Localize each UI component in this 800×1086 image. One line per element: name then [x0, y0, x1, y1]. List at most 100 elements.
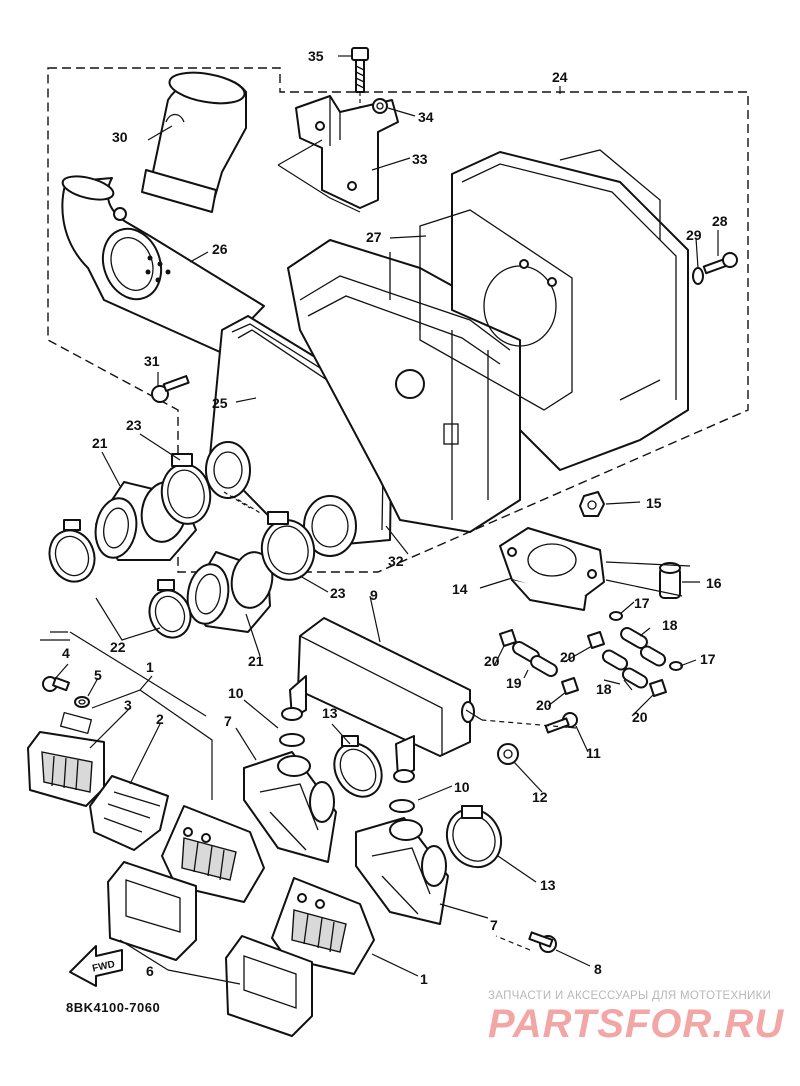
catalog-number: 8BK4100-7060: [66, 1000, 161, 1015]
nut-12: [497, 743, 519, 765]
screw-28: [702, 252, 738, 275]
hose-18-top: [620, 627, 648, 649]
joint-alignment-lines: [223, 491, 263, 515]
callout-labels: 35 34 33 24 30 26 27 28 29 31 25 23 21 1…: [62, 48, 728, 987]
clamp-13-bottom: [445, 805, 503, 869]
watermark-logo: PARTSFOR.RU: [488, 1002, 785, 1046]
washer-5: [74, 696, 90, 708]
callout-8: 8: [594, 961, 602, 977]
callout-23-bottom: 23: [330, 585, 346, 601]
fitting-20-d: [649, 679, 667, 697]
callout-15: 15: [646, 495, 662, 511]
callout-33: 33: [412, 151, 428, 167]
nut-15: [579, 491, 605, 517]
bracket-33: [295, 95, 399, 209]
callout-1-top: 1: [146, 659, 154, 675]
carb-joint-7-bottom: [355, 817, 449, 925]
washer-29: [692, 267, 704, 285]
callout-12: 12: [532, 789, 548, 805]
callout-21-top: 21: [92, 435, 108, 451]
o-ring-10-bottom: [389, 799, 415, 813]
callout-35: 35: [308, 48, 324, 64]
callout-24: 24: [552, 69, 568, 85]
hose-18-bottom: [621, 667, 649, 689]
clip-17-bottom: [669, 661, 683, 671]
callout-17-bottom: 17: [700, 651, 716, 667]
reed-valve-assembly-1-bottom: [271, 877, 375, 975]
callout-29: 29: [686, 227, 702, 243]
gasket-6-top: [107, 861, 197, 961]
reed-valve-2: [89, 775, 169, 851]
callout-4: 4: [62, 645, 70, 661]
callout-20-b: 20: [560, 649, 576, 665]
callout-34: 34: [418, 109, 434, 125]
clamp-13-top: [333, 735, 383, 798]
intake-joint-21-right: [186, 551, 274, 633]
callout-11: 11: [586, 745, 601, 761]
fwd-label: FWD: [91, 959, 116, 974]
fitting-20-c: [561, 677, 579, 695]
intake-tube-26: [61, 175, 265, 353]
callout-3: 3: [124, 697, 132, 713]
gasket-6-bottom: [225, 935, 313, 1037]
callout-5: 5: [94, 667, 102, 683]
callout-10-top: 10: [228, 685, 244, 701]
callout-20-a: 20: [484, 653, 500, 669]
screw-4: [42, 676, 70, 692]
joint-plate-14: [499, 527, 605, 611]
callout-1-bottom: 1: [420, 971, 428, 987]
air-filter-case-back-27: [419, 149, 689, 471]
callout-13-bottom: 13: [540, 877, 556, 893]
callout-7-bottom: 7: [490, 917, 498, 933]
o-ring-10-top: [279, 733, 305, 747]
valve-stopper-3: [27, 711, 105, 807]
reed-valve-assembly-1-top: [161, 805, 265, 903]
carb-joint-7-top: [243, 751, 337, 863]
leader-lines: [40, 55, 719, 985]
callout-14: 14: [452, 581, 468, 597]
callout-27: 27: [366, 229, 382, 245]
callout-18-bottom: 18: [596, 681, 612, 697]
callout-30: 30: [112, 129, 128, 145]
callout-18-top: 18: [662, 617, 678, 633]
fitting-20-b: [587, 631, 605, 649]
callout-20-c: 20: [536, 697, 552, 713]
hose-18-left: [601, 649, 629, 671]
bolt-11: [544, 712, 578, 734]
callout-17-top: 17: [634, 595, 650, 611]
watermark-tagline: ЗАПЧАСТИ И АКСЕССУАРЫ ДЛЯ МОТОТЕХНИКИ: [488, 990, 772, 1002]
callout-2: 2: [156, 711, 164, 727]
nut-34: [372, 98, 388, 114]
bolt-35: [351, 47, 369, 110]
callout-32: 32: [388, 553, 404, 569]
bolt-31: [151, 375, 190, 403]
callout-20-d: 20: [632, 709, 648, 725]
callout-9: 9: [370, 587, 378, 603]
callout-26: 26: [212, 241, 228, 257]
filter-outlet-left: [205, 441, 251, 499]
callout-25: 25: [212, 395, 228, 411]
callout-23-top: 23: [126, 417, 142, 433]
clamp-23-bottom: [260, 511, 316, 581]
air-filter-assembly-boundary: [47, 67, 749, 573]
intake-manifold-9: [281, 617, 475, 783]
forward-direction-arrow: FWD: [69, 945, 123, 987]
callout-31: 31: [144, 353, 160, 369]
callout-7-top: 7: [224, 713, 232, 729]
hose-18-mid: [639, 645, 667, 667]
hose-19-bottom: [530, 655, 558, 677]
bracket-33-bracket-lines: [277, 139, 361, 213]
intake-duct-30: [141, 71, 247, 213]
callout-13-top: 13: [322, 705, 338, 721]
clamp-22-top: [48, 519, 96, 583]
callout-28: 28: [712, 213, 728, 229]
hose-set: [499, 611, 683, 697]
callout-22: 22: [110, 639, 126, 655]
callout-6: 6: [146, 963, 154, 979]
callout-16: 16: [706, 575, 722, 591]
collar-16: [659, 562, 681, 599]
callout-10-bottom: 10: [454, 779, 470, 795]
callout-19: 19: [506, 675, 522, 691]
